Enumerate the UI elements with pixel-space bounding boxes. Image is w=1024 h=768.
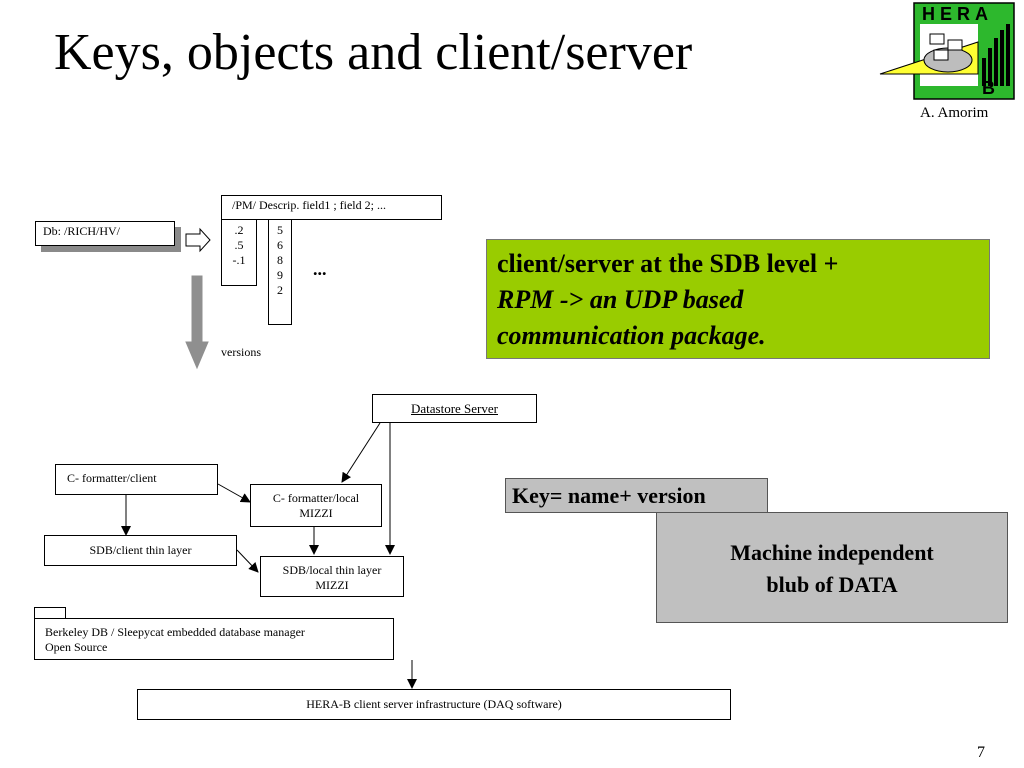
field1-value: .2 xyxy=(234,223,244,237)
sdb-client-label: SDB/client thin layer xyxy=(89,543,192,557)
callout-line-2: RPM -> an UDP based xyxy=(497,285,744,314)
arrow-cformatter-client-to-local xyxy=(217,483,251,503)
infrastructure-box: HERA-B client server infrastructure (DAQ… xyxy=(137,689,731,720)
sdb-client-box: SDB/client thin layer xyxy=(44,535,237,566)
page-number: 7 xyxy=(977,744,985,761)
db-path-box: Db: /RICH/HV/ xyxy=(35,221,175,246)
c-formatter-client-label: C- formatter/client xyxy=(67,471,157,485)
datastore-server-label: Datastore Server xyxy=(411,401,498,416)
logo-graphic xyxy=(879,2,1015,100)
more-fields-ellipsis: ... xyxy=(313,259,327,279)
c-formatter-client-box: C- formatter/client xyxy=(55,464,218,495)
hera-b-logo: HERA B xyxy=(878,2,1016,102)
c-formatter-local-sublabel: MIZZI xyxy=(299,506,333,520)
infrastructure-label: HERA-B client server infrastructure (DAQ… xyxy=(306,697,562,711)
berkeley-db-sublabel: Open Source xyxy=(45,640,108,654)
author-name: A. Amorim xyxy=(920,105,989,121)
logo-bottom-text: B xyxy=(982,78,995,98)
field1-value: -.1 xyxy=(232,253,246,267)
blob-line-2: blub of DATA xyxy=(766,572,898,597)
slide-title: Keys, objects and client/server xyxy=(54,24,693,81)
c-formatter-local-box: C- formatter/local MIZZI xyxy=(250,484,382,527)
field2-value: 6 xyxy=(277,238,283,252)
datastore-server-box: Datastore Server xyxy=(372,394,537,423)
client-server-callout: client/server at the SDB level + RPM -> … xyxy=(486,239,990,359)
berkeley-db-label: Berkeley DB / Sleepycat embedded databas… xyxy=(45,625,305,639)
field1-column: .2 .5 -.1 xyxy=(221,219,257,286)
field2-value: 2 xyxy=(277,283,283,297)
db-hollow-arrow xyxy=(185,227,211,253)
arrow-sdb-client-to-sdb-local xyxy=(236,549,259,573)
callout-line-1: client/server at the SDB level + xyxy=(497,249,839,278)
berkeley-db-box: Berkeley DB / Sleepycat embedded databas… xyxy=(34,618,394,660)
data-blob-callout: Machine independent blub of DATA xyxy=(656,512,1008,623)
sdb-local-box: SDB/local thin layer MIZZI xyxy=(260,556,404,597)
sdb-local-sublabel: MIZZI xyxy=(315,578,349,592)
callout-line-3: communication package. xyxy=(497,321,766,350)
sdb-local-label: SDB/local thin layer xyxy=(282,563,382,577)
db-path-label: Db: /RICH/HV/ xyxy=(43,224,121,238)
field2-column: 5 6 8 9 2 xyxy=(268,219,292,325)
c-formatter-local-label: C- formatter/local xyxy=(272,491,360,505)
field2-value: 9 xyxy=(277,268,283,282)
arrow-datastore-to-cformatter-local xyxy=(341,422,381,483)
logo-top-text: HERA xyxy=(922,4,994,24)
blob-line-1: Machine independent xyxy=(730,540,934,565)
record-header-box: /PM/ Descrip. field1 ; field 2; ... xyxy=(221,195,442,220)
versions-label: versions xyxy=(221,345,261,359)
versions-down-arrow xyxy=(185,275,209,370)
field1-value: .5 xyxy=(234,238,244,252)
field2-value: 5 xyxy=(277,223,283,237)
field2-value: 8 xyxy=(277,253,283,267)
record-header-label: /PM/ Descrip. field1 ; field 2; ... xyxy=(232,198,386,212)
key-definition-callout: Key= name+ version xyxy=(505,478,768,513)
